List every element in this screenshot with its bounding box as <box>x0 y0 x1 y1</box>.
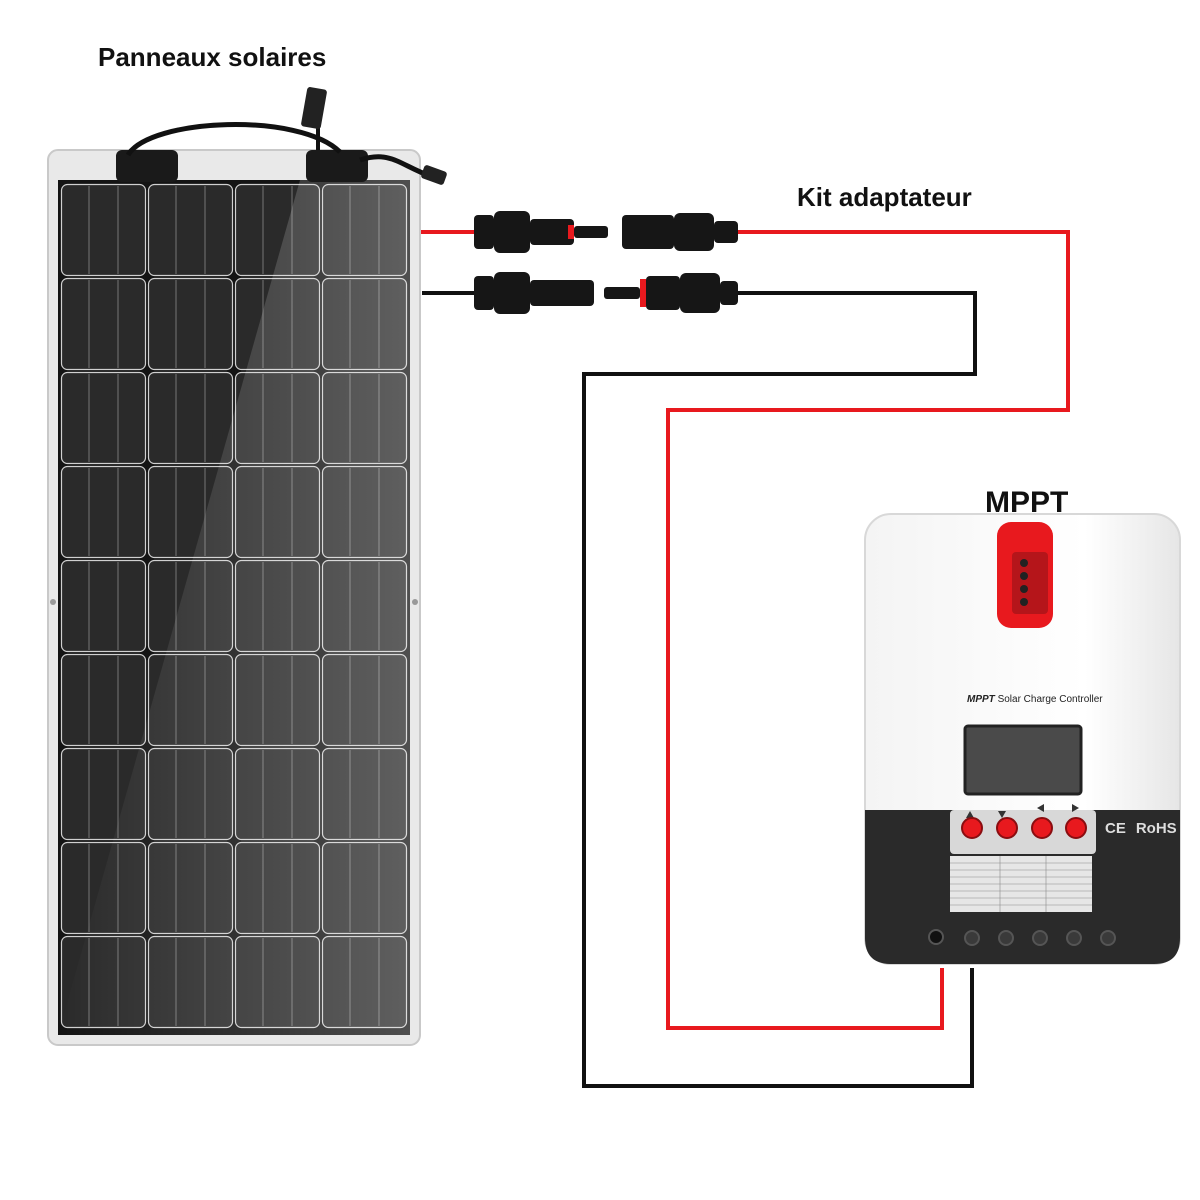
up-button[interactable] <box>961 817 983 839</box>
rohs-mark: RoHS <box>1135 820 1177 837</box>
arrow-right-icon <box>1072 804 1079 812</box>
arrow-down-icon <box>998 811 1006 818</box>
ce-mark: CE <box>1105 820 1126 837</box>
adapter-kit-label: Kit adaptateur <box>797 182 972 212</box>
down-button[interactable] <box>996 817 1018 839</box>
junction-box-icon <box>116 150 178 182</box>
solar-cell <box>60 371 147 465</box>
mc4-female-connector-icon <box>622 213 738 251</box>
solar-cell <box>147 371 234 465</box>
solar-cell <box>60 183 147 277</box>
adapter-connectors <box>474 211 738 314</box>
solar-panel <box>47 87 447 1046</box>
arrow-up-icon <box>966 811 974 818</box>
lcd-display <box>963 724 1083 796</box>
positive-wire <box>418 230 1070 1030</box>
controller-title: MPPT Solar Charge Controller <box>967 694 1103 705</box>
solar-cell <box>60 465 147 559</box>
solar-cell <box>147 183 234 277</box>
mppt-controller <box>864 513 1181 965</box>
solar-cell <box>60 653 147 747</box>
solar-cell <box>60 559 147 653</box>
terminal-screws <box>964 930 1116 946</box>
negative-wire <box>422 291 977 1088</box>
mc4-female-connector-icon <box>604 273 738 313</box>
solar-cell <box>147 277 234 371</box>
left-button[interactable] <box>1031 817 1053 839</box>
right-button[interactable] <box>1065 817 1087 839</box>
certification-marks: CE RoHS <box>1105 820 1177 837</box>
arrow-left-icon <box>1037 804 1044 812</box>
controller-brand: MPPT <box>967 694 995 705</box>
mc4-male-connector-icon <box>474 211 608 253</box>
solar-panels-label: Panneaux solaires <box>98 42 327 72</box>
junction-box-icon <box>306 150 368 182</box>
controller-subtitle: Solar Charge Controller <box>997 694 1103 705</box>
mc4-male-connector-icon <box>474 272 594 314</box>
solar-cell <box>60 277 147 371</box>
